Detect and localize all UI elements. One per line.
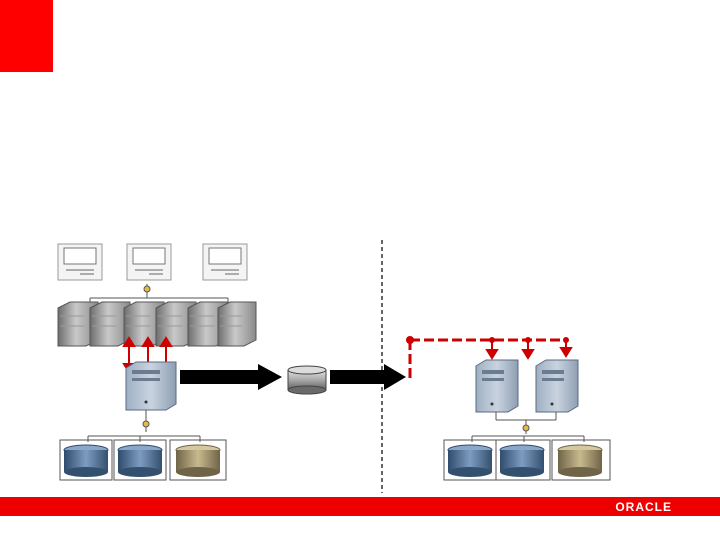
tower-server-icon	[125, 361, 177, 411]
transfer-arrow-to-target	[330, 364, 406, 390]
disk-array-icon	[113, 439, 167, 481]
title-accent-block	[0, 0, 53, 72]
server-icon	[89, 301, 131, 347]
tower-server-icon	[535, 359, 579, 413]
server-icon	[217, 301, 257, 347]
disk-array-icon	[59, 439, 113, 481]
workstation-icon	[57, 243, 103, 281]
target-red-connector	[406, 336, 573, 378]
disk-array-icon	[495, 439, 551, 481]
disk-array-icon	[169, 439, 227, 481]
footer-bar	[0, 497, 720, 516]
workstation-icon	[126, 243, 172, 281]
target-storage-connector	[471, 412, 585, 442]
transfer-arrow-to-media	[180, 364, 282, 390]
disk-array-icon	[551, 439, 611, 481]
tower-server-icon	[475, 359, 519, 413]
oracle-logo: ORACLE	[615, 500, 672, 514]
tape-cylinder-icon	[287, 365, 327, 395]
source-storage-connector	[87, 410, 201, 442]
workstation-icon	[202, 243, 248, 281]
disk-array-icon	[443, 439, 497, 481]
